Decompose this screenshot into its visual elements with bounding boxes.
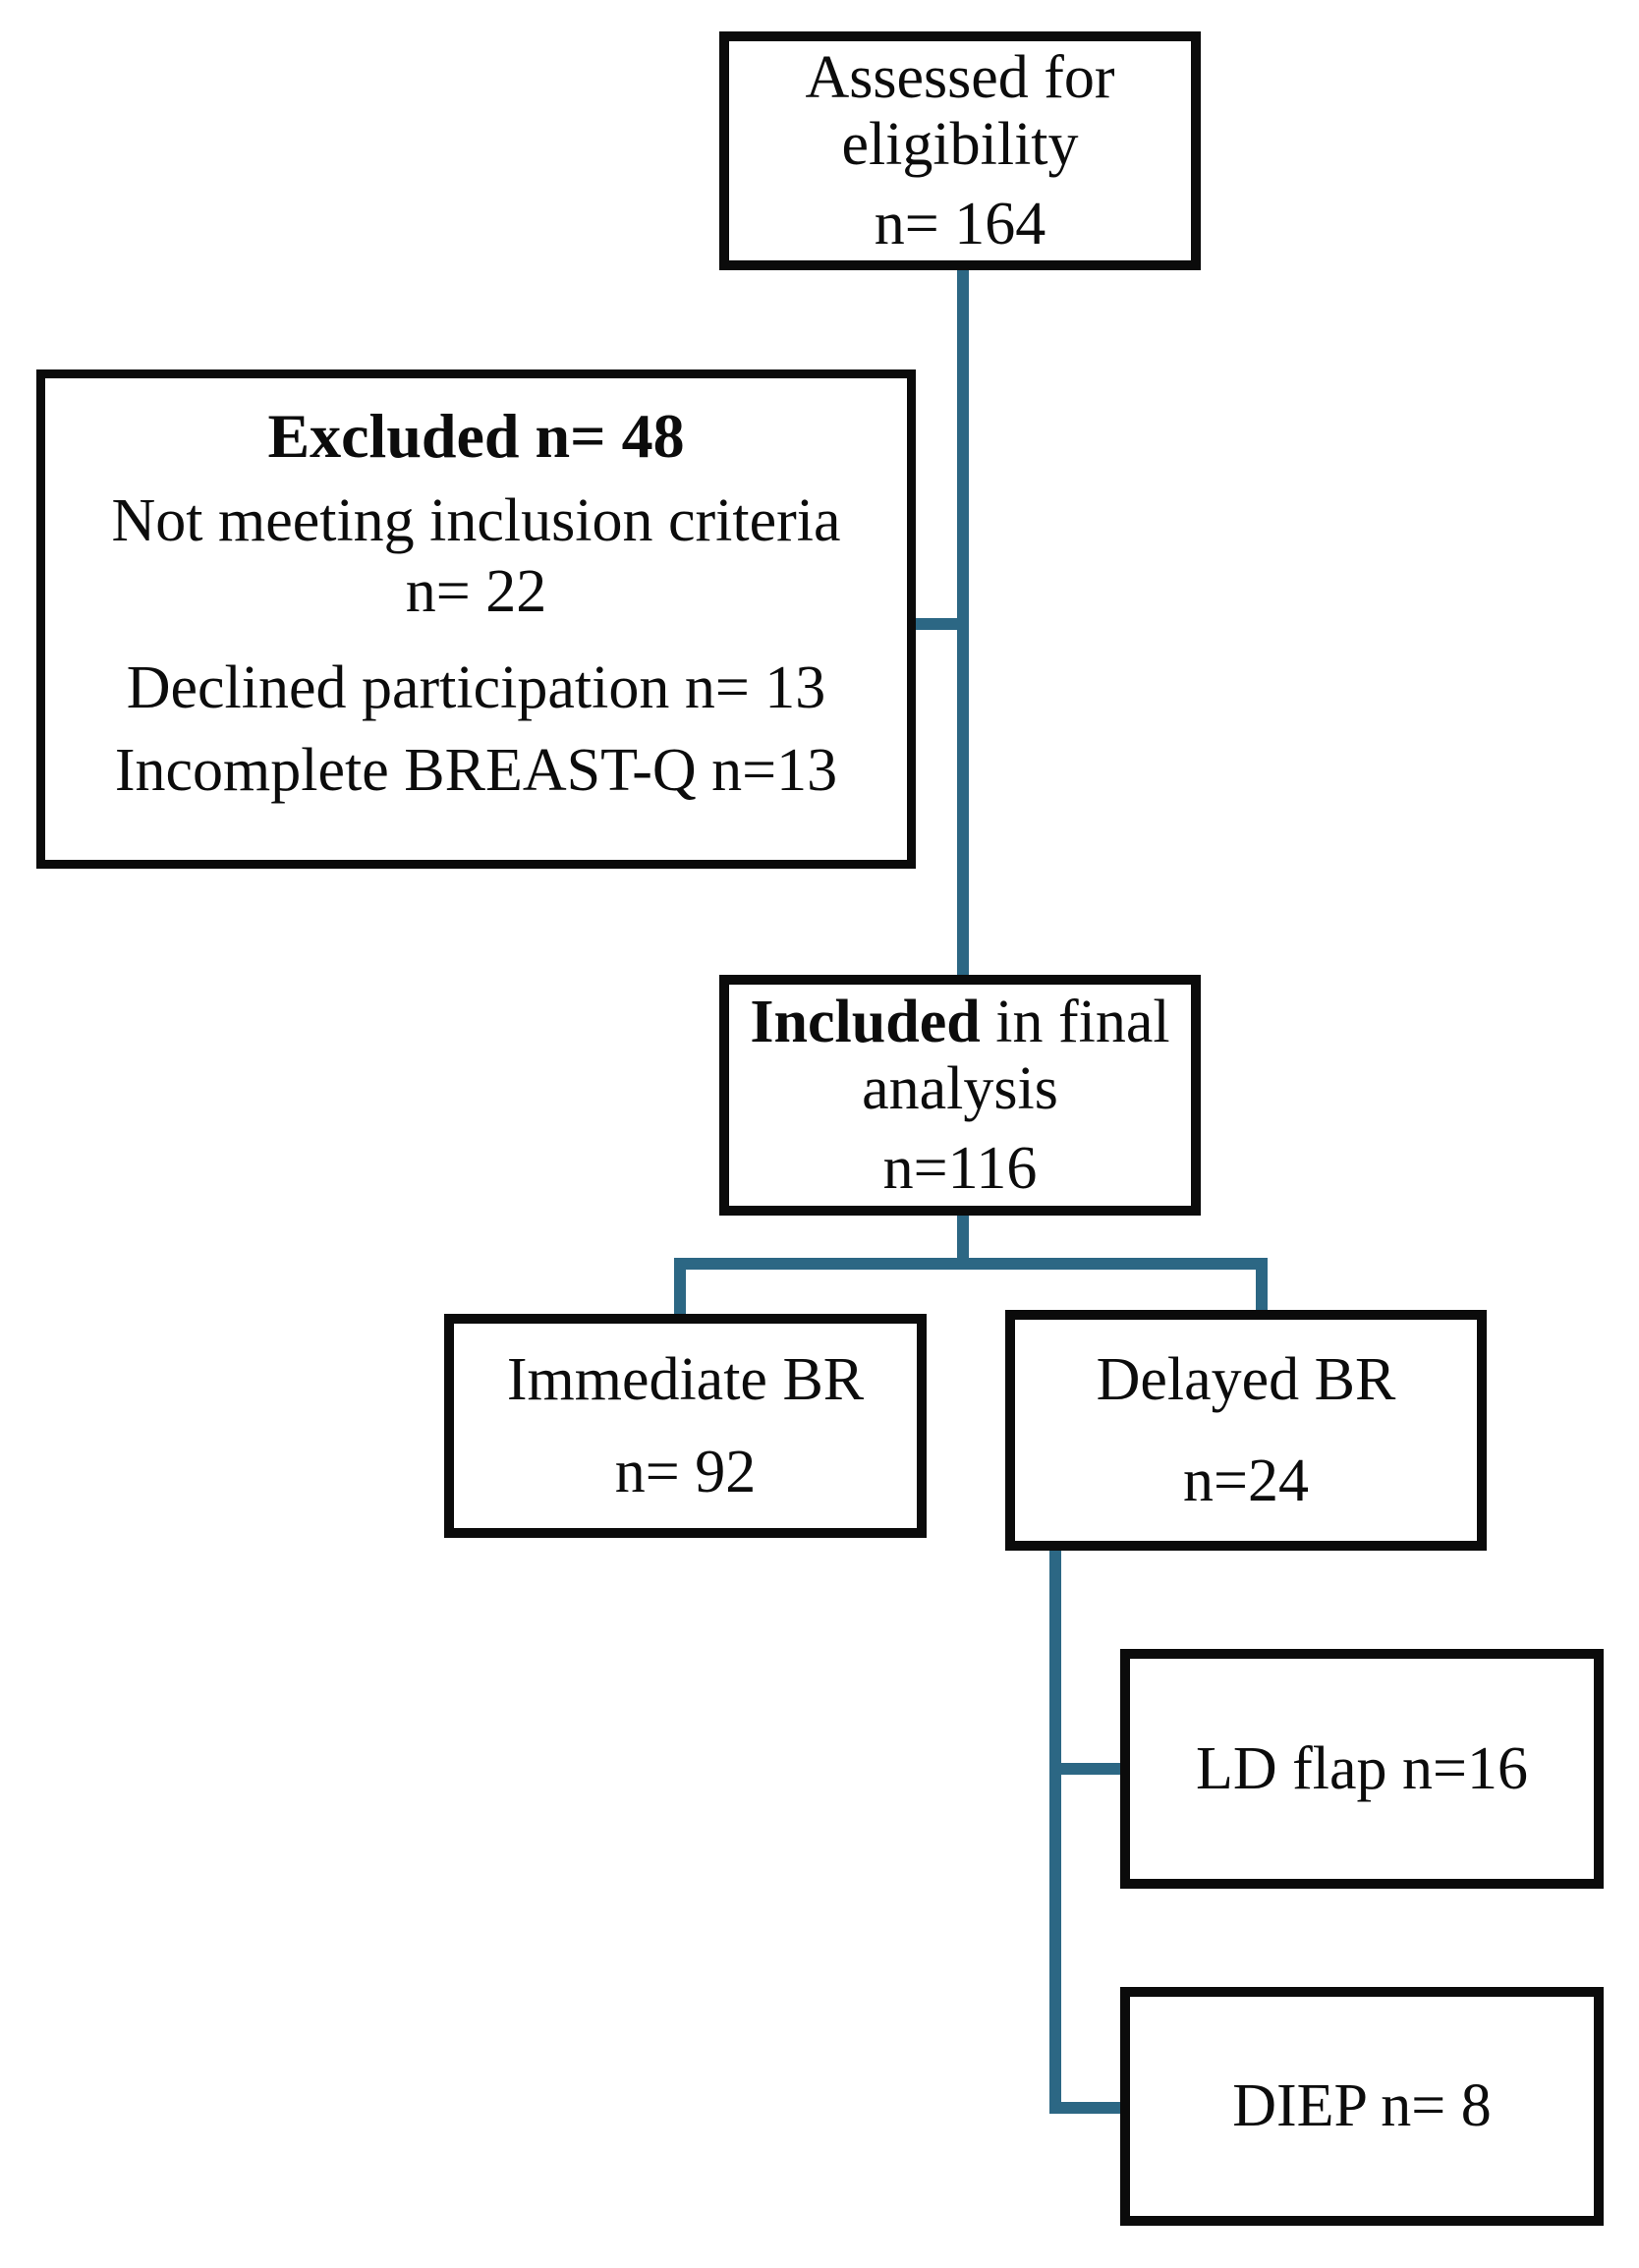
node-title-line: Included in final <box>729 989 1191 1055</box>
node-title-bold: Included <box>750 989 981 1056</box>
node-excluded: Excluded n= 48 Not meeting inclusion cri… <box>36 369 916 869</box>
node-title-line: Assessed for <box>805 44 1115 112</box>
node-ld-flap: LD flap n=16 <box>1120 1649 1604 1889</box>
node-count: n= 164 <box>874 190 1046 257</box>
node-title-line: DIEP n= 8 <box>1232 2072 1492 2140</box>
connector-drop-immediate <box>674 1258 686 1317</box>
node-immediate-br: Immediate BR n= 92 <box>444 1314 927 1538</box>
node-delayed-br: Delayed BR n=24 <box>1005 1310 1487 1551</box>
node-included-in-final-analysis: Included in final analysis n=116 <box>719 975 1201 1216</box>
node-title-line: LD flap n=16 <box>1195 1734 1528 1802</box>
excluded-reason-line: Declined participation n= 13 <box>126 654 826 722</box>
node-title-rest: in final <box>980 989 1170 1056</box>
connector-diep-elbow <box>1049 2102 1124 2114</box>
connector-branch-horizontal <box>674 1258 1268 1270</box>
node-title-line: Immediate BR <box>506 1345 865 1413</box>
node-diep: DIEP n= 8 <box>1120 1987 1604 2226</box>
node-title-line: Delayed BR <box>1096 1346 1396 1414</box>
node-title-line: eligibility <box>841 111 1079 179</box>
connector-delayed-down <box>1049 1549 1061 2114</box>
node-assessed-for-eligibility: Assessed for eligibility n= 164 <box>719 31 1201 270</box>
node-title-line: analysis <box>862 1055 1058 1123</box>
excluded-reason-count: n= 22 <box>405 558 547 626</box>
connector-drop-delayed <box>1256 1258 1268 1313</box>
connector-included-down <box>957 1214 969 1263</box>
connector-ld-flap-stub <box>1049 1763 1124 1775</box>
connector-assessed-to-included <box>957 268 969 978</box>
node-count: n= 92 <box>614 1439 757 1505</box>
connector-excluded-stub <box>912 618 963 630</box>
node-count: n=24 <box>1183 1446 1309 1514</box>
excluded-reason-line: Not meeting inclusion criteria <box>111 487 841 555</box>
excluded-heading: Excluded n= 48 <box>267 401 685 471</box>
excluded-reason-line: Incomplete BREAST-Q n=13 <box>114 736 838 804</box>
node-count: n=116 <box>882 1134 1038 1202</box>
